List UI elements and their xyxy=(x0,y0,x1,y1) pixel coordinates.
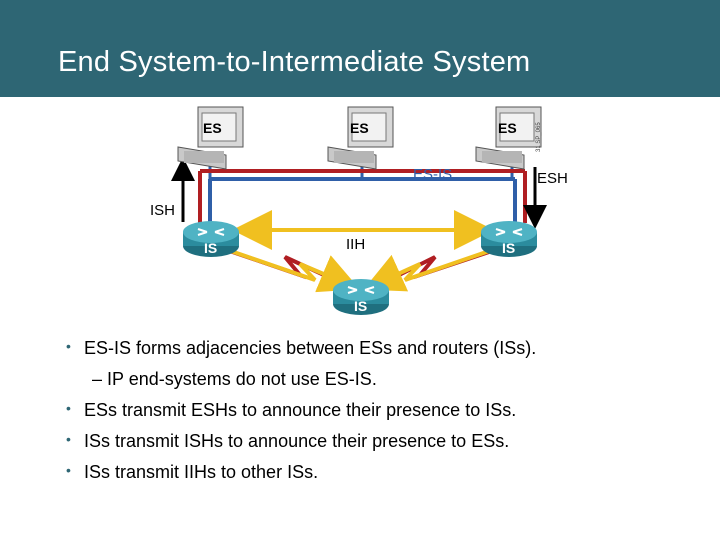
bullet-item: • ISs transmit IIHs to other ISs. xyxy=(66,462,319,482)
iih-label: IIH xyxy=(346,236,365,253)
ish-label: ISH xyxy=(150,202,175,219)
figure-id: 31 SP_065 xyxy=(536,122,542,152)
end-system-right: ES xyxy=(475,106,542,170)
end-system-center: ES xyxy=(327,106,394,170)
slide-title: End System-to-Intermediate System xyxy=(58,46,531,78)
end-system-left: ES xyxy=(177,106,244,170)
is-label: IS xyxy=(354,298,367,314)
is-label: IS xyxy=(502,240,515,256)
es-is-bus xyxy=(208,159,517,223)
router-right: IS xyxy=(481,221,537,257)
es-is-diagram: ES ES ES 31 SP_065 IS IS IS ES-IS xyxy=(150,106,568,315)
is-label: IS xyxy=(204,240,217,256)
router-left: IS xyxy=(183,221,239,257)
iih-arrows xyxy=(224,210,496,293)
sub-bullet-item: – IP end-systems do not use ES-IS. xyxy=(92,369,377,389)
router-bottom: IS xyxy=(333,279,389,315)
es-label: ES xyxy=(498,120,517,136)
bullet-item: • ESs transmit ESHs to announce their pr… xyxy=(66,400,517,420)
bullet-item: • ES-IS forms adjacencies between ESs an… xyxy=(66,338,537,358)
es-is-label: ES-IS xyxy=(413,166,452,183)
bullet-item: • ISs transmit ISHs to announce their pr… xyxy=(66,431,510,451)
es-label: ES xyxy=(350,120,369,136)
esh-label: ESH xyxy=(537,170,568,187)
es-label: ES xyxy=(203,120,222,136)
title-bar: End System-to-Intermediate System xyxy=(0,0,720,97)
